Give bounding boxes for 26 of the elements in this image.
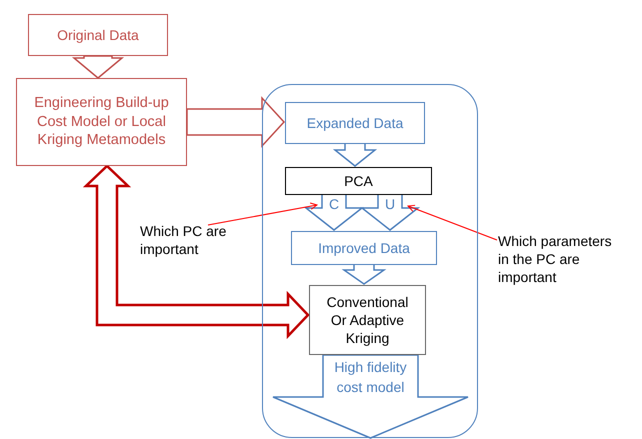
box-label: Improved Data xyxy=(317,238,411,258)
box-label: Conventional Or Adaptive Kriging xyxy=(326,292,410,348)
process-box xyxy=(291,231,437,265)
process-box xyxy=(16,78,187,166)
process-box xyxy=(285,102,425,144)
block-arrow xyxy=(72,55,124,79)
edge-label: C xyxy=(328,197,340,211)
output-arrow-shape xyxy=(272,355,469,439)
annotation-text: Which PC are important xyxy=(140,222,228,262)
process-box xyxy=(285,167,432,195)
leader-line xyxy=(408,204,498,240)
leader-line xyxy=(208,202,318,226)
process-box xyxy=(309,285,426,355)
block-arrow xyxy=(342,263,386,285)
block-arrow xyxy=(332,142,378,167)
block-arrow xyxy=(82,164,310,340)
box-label: High fidelity cost model xyxy=(333,358,408,397)
process-box xyxy=(28,14,168,56)
box-label: Engineering Build-up Cost Model or Local Kriging Metamodels xyxy=(33,94,170,150)
block-arrow xyxy=(186,96,286,148)
annotation-text: Which parameters in the PC are important xyxy=(498,232,618,296)
box-label: Expanded Data xyxy=(306,114,404,132)
edge-label: U xyxy=(384,197,396,211)
box-label: Original Data xyxy=(56,26,140,44)
container-box xyxy=(262,84,478,438)
box-label: PCA xyxy=(343,172,374,190)
